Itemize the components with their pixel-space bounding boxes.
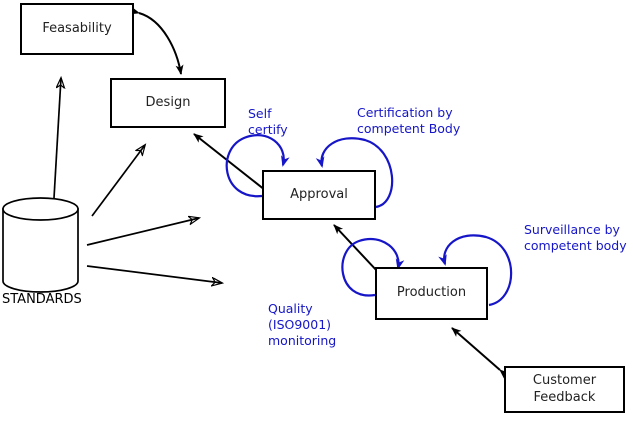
edge-quality-loop — [341, 238, 405, 297]
node-approval[interactable]: Approval — [262, 170, 376, 220]
edge-production-customer-feedback — [451, 327, 510, 379]
edge-surveillance-loop — [438, 234, 513, 307]
node-design[interactable]: Design — [110, 78, 226, 128]
edge-self-certify-loop — [225, 134, 290, 198]
edge-standards-design — [91, 145, 145, 217]
edge-standards-production — [86, 265, 222, 283]
node-customer-feedback[interactable]: Customer Feedback — [504, 366, 625, 413]
annotation-quality-iso9001-monitoring: Quality (ISO9001) monitoring — [268, 301, 337, 348]
node-feasability[interactable]: Feasability — [20, 3, 134, 55]
node-production-label: Production — [396, 285, 467, 301]
node-production[interactable]: Production — [375, 267, 488, 320]
edge-design-approval — [193, 133, 275, 199]
edge-feasability-design — [129, 6, 184, 75]
node-design-label: Design — [145, 94, 191, 110]
annotation-self-certify: Self certify — [248, 106, 288, 137]
edge-approval-production — [333, 224, 388, 282]
node-feasability-label: Feasability — [42, 20, 112, 36]
node-approval-label: Approval — [290, 186, 348, 202]
node-customer-feedback-label: Customer Feedback — [532, 373, 597, 405]
annotation-certification-by-competent-body: Certification by competent Body — [357, 105, 461, 136]
standards-cylinder-shape — [2, 197, 79, 293]
node-standards-label: STANDARDS — [2, 292, 82, 307]
edge-standards-approval — [86, 218, 199, 246]
edge-certification-loop — [315, 137, 394, 209]
annotation-surveillance-by-competent-body: Surveillance by competent body — [524, 222, 627, 253]
edge-standards-feasability — [53, 78, 61, 199]
